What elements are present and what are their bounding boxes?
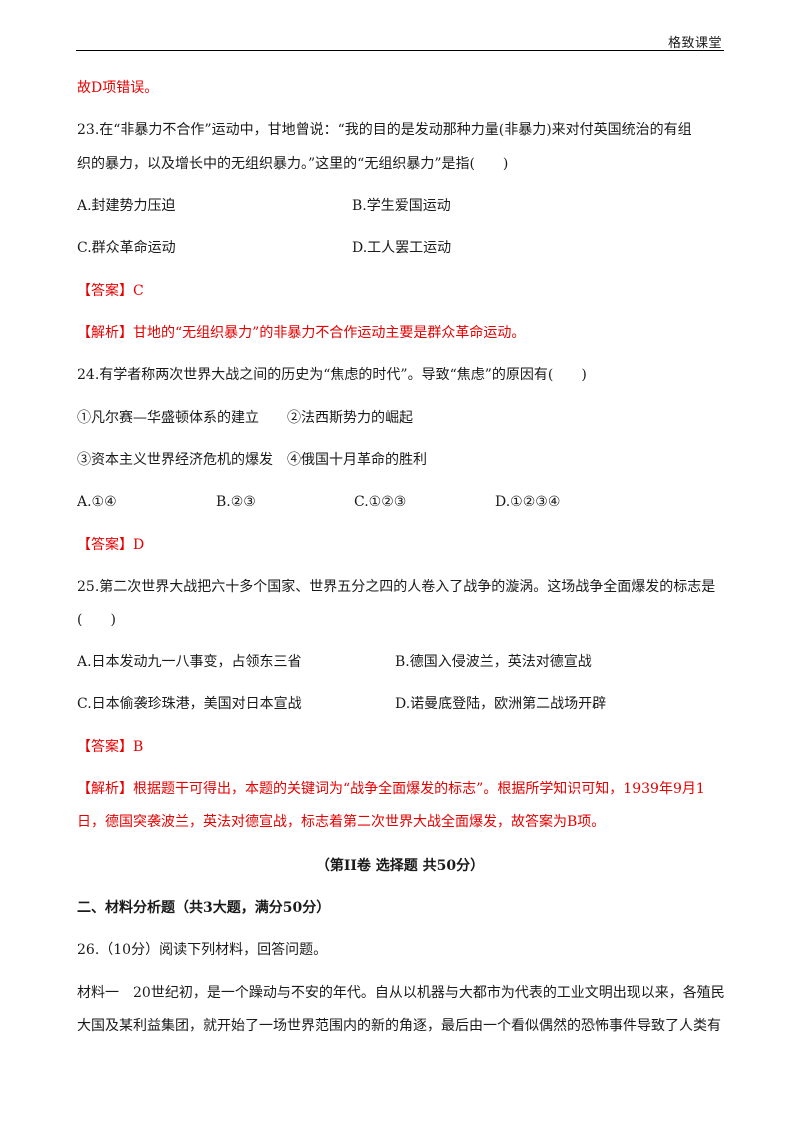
part-title: 二、材料分析题（共3大题，满分50分）: [77, 900, 331, 916]
q25-option-c: C.日本偷袭珍珠港，美国对日本宣战: [77, 696, 302, 712]
q24-option-a: A.①④: [77, 494, 117, 510]
q23-option-b: B.学生爱国运动: [352, 198, 451, 214]
q24-answer: 【答案】D: [77, 537, 145, 553]
q23-option-a: A.封建势力压迫: [77, 198, 176, 214]
q23-answer: 【答案】C: [77, 283, 144, 299]
q24-items-line2: ③资本主义世界经济危机的爆发 ④俄国十月革命的胜利: [77, 452, 427, 468]
q25-stem-line2: ( ): [77, 612, 116, 628]
q24-option-d: D.①②③④: [495, 494, 561, 510]
q23-stem-line2: 织的暴力，以及增长中的无组织暴力。”这里的“无组织暴力”是指( ): [77, 156, 509, 172]
q25-analysis-line1: 【解析】根据题干可得出，本题的关键词为“战争全面爆发的标志”。根据所学知识可知，…: [77, 781, 705, 797]
q23-option-d: D.工人罢工运动: [352, 240, 452, 256]
q25-option-b: B.德国入侵波兰，英法对德宣战: [395, 654, 592, 670]
q24-stem: 24.有学者称两次世界大战之间的历史为“焦虑的时代”。导致“焦虑”的原因有( ): [77, 367, 587, 383]
q26-material-line1: 材料一 20世纪初，是一个躁动与不安的年代。自从以机器与大都市为代表的工业文明出…: [77, 985, 725, 1001]
q25-option-a: A.日本发动九一八事变，占领东三省: [77, 654, 302, 670]
q23-analysis: 【解析】甘地的“无组织暴力”的非暴力不合作运动主要是群众革命运动。: [77, 325, 526, 341]
q26-stem: 26.（10分）阅读下列材料，回答问题。: [77, 942, 328, 958]
q24-items-line1: ①凡尔赛—华盛顿体系的建立 ②法西斯势力的崛起: [77, 410, 413, 426]
q25-option-d: D.诺曼底登陆，欧洲第二战场开辟: [395, 696, 607, 712]
q26-material-line2: 大国及某利益集团，就开始了一场世界范围内的新的角逐，最后由一个看似偶然的恐怖事件…: [77, 1018, 721, 1034]
q25-answer: 【答案】B: [77, 739, 144, 755]
q25-analysis-line2: 日，德国突袭波兰，英法对德宣战，标志着第二次世界大战全面爆发，故答案为B项。: [77, 814, 606, 830]
q23-stem-line1: 23.在“非暴力不合作”运动中，甘地曾说：“我的目的是发动那种力量(非暴力)来对…: [77, 122, 692, 138]
header-brand: 格致课堂: [667, 36, 722, 51]
page-header: 格致课堂: [76, 0, 724, 51]
q23-option-c: C.群众革命运动: [77, 240, 176, 256]
prev-analysis-tail: 故D项错误。: [77, 80, 159, 96]
q24-option-b: B.②③: [216, 494, 256, 510]
volume-title: （第II卷 选择题 共50分）: [315, 858, 485, 874]
q25-stem-line1: 25.第二次世界大战把六十多个国家、世界五分之四的人卷入了战争的漩涡。这场战争全…: [77, 579, 716, 595]
q24-option-c: C.①②③: [354, 494, 407, 510]
